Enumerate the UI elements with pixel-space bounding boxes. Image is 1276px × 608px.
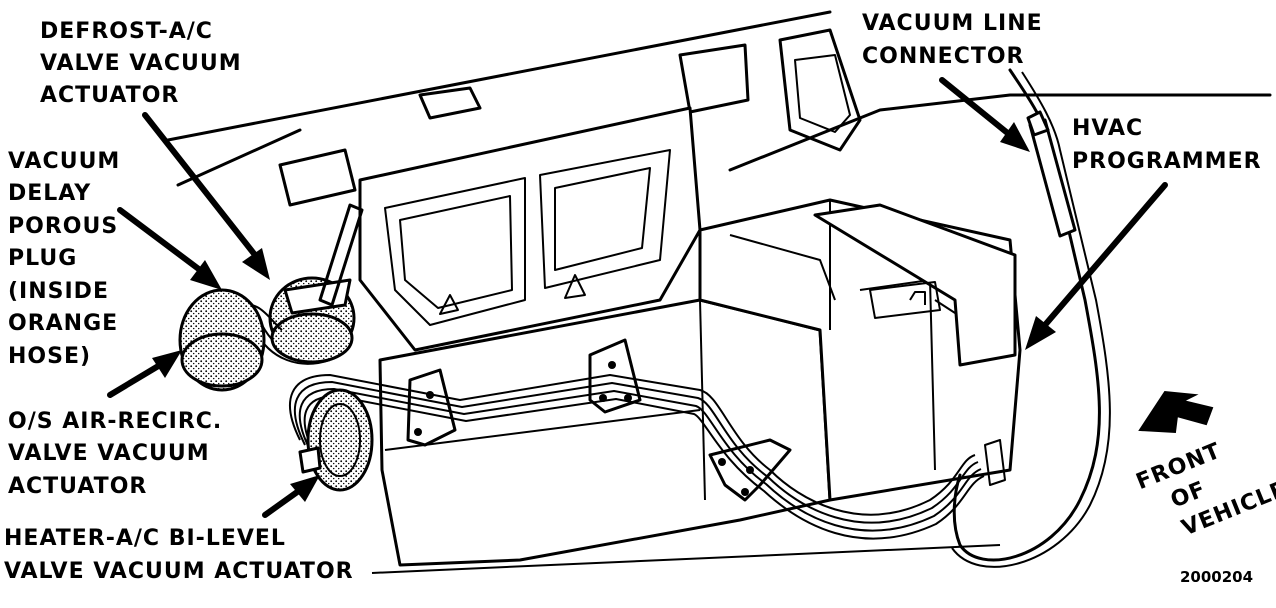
label-bilevel-line2: VALVE VACUUM ACTUATOR xyxy=(4,559,354,584)
leader-arrows xyxy=(107,77,1214,574)
heater-ac-bi-level-valve-vacuum-actuator xyxy=(298,388,374,492)
label-recirc-line1: O/S AIR-RECIRC. xyxy=(8,409,222,434)
front-of-vehicle-arrow xyxy=(1138,390,1214,434)
callout-defrost-actuator: DEFROST-A/C VALVE VACUUM ACTUATOR xyxy=(40,19,242,108)
os-air-recirc-valve-vacuum-actuator xyxy=(178,288,266,392)
arrow-bilevel-actuator xyxy=(262,475,320,518)
label-delay-line3: POROUS xyxy=(8,214,118,239)
callout-front-of-vehicle: FRONT OF VEHICLE xyxy=(1133,438,1276,541)
label-defrost-line2: VALVE VACUUM xyxy=(40,51,242,76)
label-delay-line5: (INSIDE xyxy=(8,279,109,304)
label-connector-line1: VACUUM LINE xyxy=(862,11,1043,36)
label-connector-line2: CONNECTOR xyxy=(862,44,1025,69)
dash-panel xyxy=(166,10,1272,207)
label-delay-line4: PLUG xyxy=(8,246,77,271)
label-delay-line2: DELAY xyxy=(8,181,91,206)
label-defrost-line3: ACTUATOR xyxy=(40,83,179,108)
label-recirc-line2: VALVE VACUUM xyxy=(8,441,210,466)
arrow-defrost-actuator xyxy=(142,112,270,280)
arrow-recirc-actuator xyxy=(107,350,182,398)
label-delay-line1: VACUUM xyxy=(8,149,120,174)
label-delay-line7: HOSE) xyxy=(8,344,91,369)
callout-delay-plug: VACUUM DELAY POROUS PLUG (INSIDE ORANGE … xyxy=(8,149,120,369)
arrow-bilevel-baseline xyxy=(371,544,1001,574)
label-recirc-line3: ACTUATOR xyxy=(8,474,147,499)
label-delay-line6: ORANGE xyxy=(8,311,118,336)
arrow-delay-plug xyxy=(117,207,222,290)
label-defrost-line1: DEFROST-A/C xyxy=(40,19,213,44)
label-programmer-line1: HVAC xyxy=(1072,116,1143,141)
arrow-vacuum-connector xyxy=(939,77,1030,152)
callout-vacuum-connector: VACUUM LINE CONNECTOR xyxy=(862,11,1043,69)
label-bilevel-line1: HEATER-A/C BI-LEVEL xyxy=(4,526,286,551)
callout-hvac-programmer: HVAC PROGRAMMER xyxy=(1072,116,1262,174)
figure-number: 2000204 xyxy=(1180,568,1253,586)
callout-bilevel-actuator: HEATER-A/C BI-LEVEL VALVE VACUUM ACTUATO… xyxy=(4,526,354,584)
vacuum-hose-bundle xyxy=(254,68,1111,568)
callout-recirc-actuator: O/S AIR-RECIRC. VALVE VACUUM ACTUATOR xyxy=(8,409,222,499)
defrost-ac-valve-vacuum-actuator xyxy=(268,203,364,364)
arrow-hvac-programmer xyxy=(1025,182,1168,350)
hvac-module-housing xyxy=(358,106,1022,567)
label-programmer-line2: PROGRAMMER xyxy=(1072,149,1262,174)
